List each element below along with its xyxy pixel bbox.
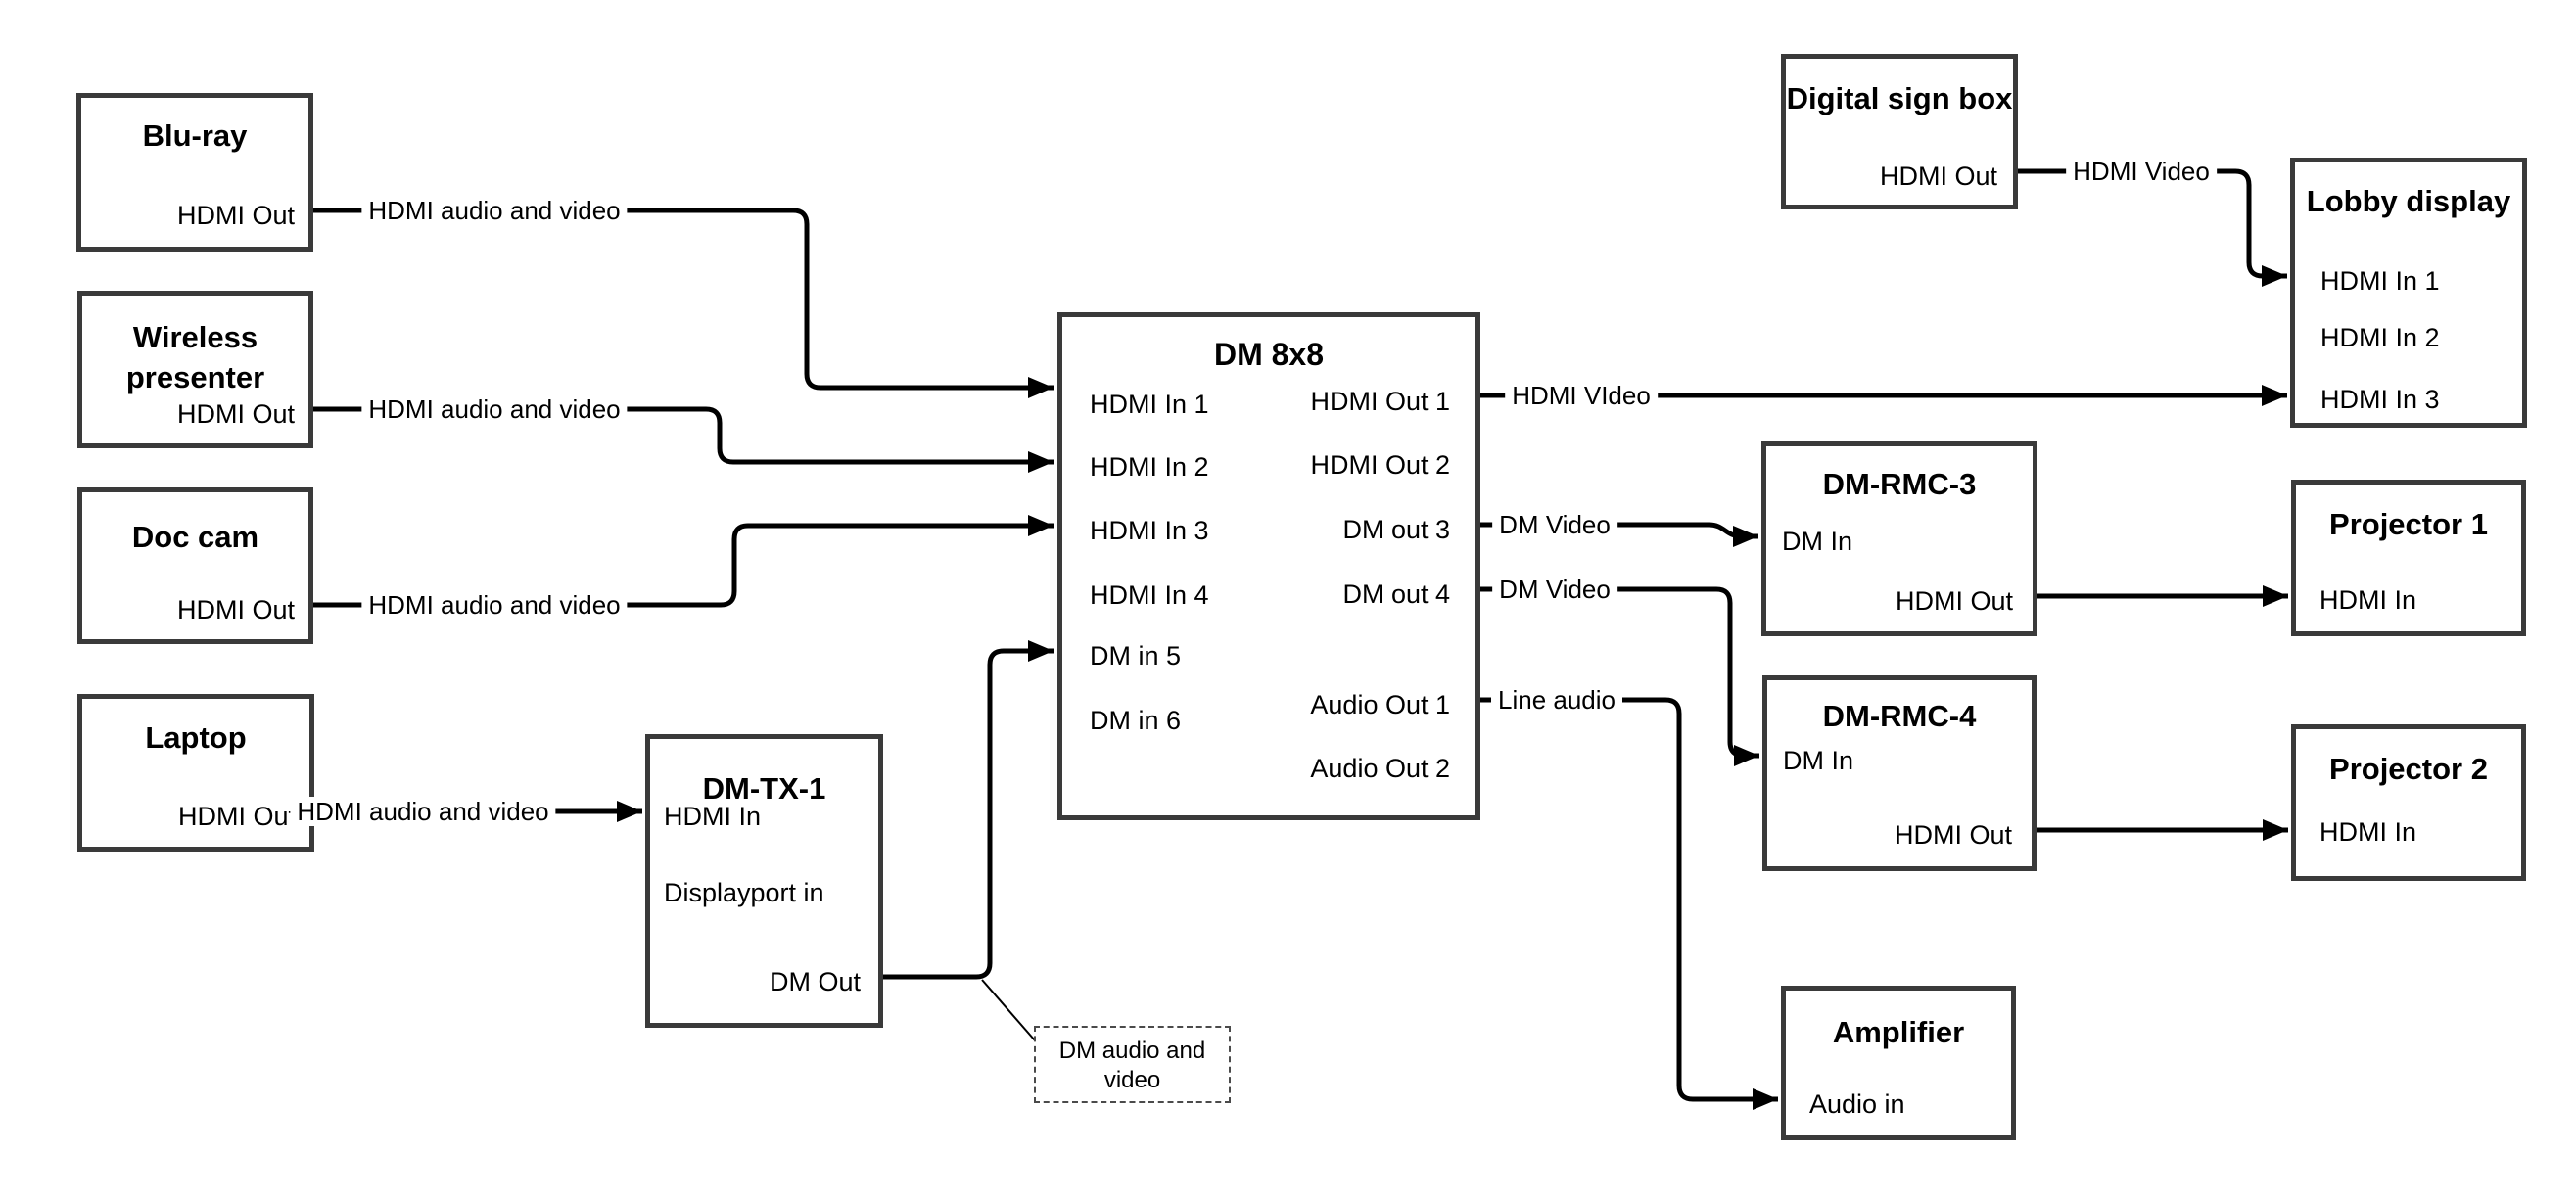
node-title: Amplifier <box>1832 1015 1965 1049</box>
node-title: DM-RMC-4 <box>1822 699 1977 733</box>
node-dm-8x8-matrix: DM 8x8 HDMI In 1 HDMI In 2 HDMI In 3 HDM… <box>1057 312 1480 820</box>
node-dm-rmc-3: DM-RMC-3 DM In HDMI Out <box>1761 441 2037 636</box>
edge-label-hdmi-video-out1: HDMI VIdeo <box>1505 381 1658 410</box>
node-title: Doc cam <box>131 520 259 554</box>
edge-label-dm-video-3: DM Video <box>1492 510 1617 539</box>
edge-dm8x8-out3-to-dmrmc3 <box>1480 522 1758 547</box>
node-dm-rmc-4: DM-RMC-4 DM In HDMI Out <box>1762 675 2037 871</box>
node-wireless-presenter: Wireless presenter HDMI Out <box>77 291 313 448</box>
port-dm-in: DM In <box>1783 746 1854 775</box>
port-audio-out-2: Audio Out 2 <box>1310 754 1450 783</box>
node-title: DM-RMC-3 <box>1822 467 1977 501</box>
edge-dm8x8-out4-to-dmrmc4 <box>1480 586 1759 766</box>
node-title: Projector 2 <box>2329 752 2488 786</box>
node-laptop: Laptop HDMI Out <box>77 694 314 852</box>
port-hdmi-in-3: HDMI In 3 <box>1090 516 1209 545</box>
port-dm-out-4: DM out 4 <box>1342 579 1450 609</box>
port-hdmi-in: HDMI In <box>2319 585 2417 615</box>
edge-label-hdmi-audio-video-2: HDMI audio and video <box>361 394 628 424</box>
port-dm-in-6: DM in 6 <box>1090 706 1182 735</box>
edge-bluray-to-dm8x8-in1 <box>313 208 1054 398</box>
port-dm-in: DM In <box>1782 527 1853 556</box>
port-hdmi-in-2: HDMI In 2 <box>1090 452 1209 482</box>
node-dm-tx-1: DM-TX-1 HDMI In Displayport in DM Out <box>645 734 883 1028</box>
node-projector-2: Projector 2 HDMI In <box>2291 724 2526 881</box>
note-leader-line <box>981 979 1036 1041</box>
port-hdmi-out-1: HDMI Out 1 <box>1310 387 1450 416</box>
port-hdmi-in-2: HDMI In 2 <box>2320 323 2440 352</box>
edge-wireless-to-dm8x8-in2 <box>313 406 1054 473</box>
note-dm-audio-and-video: DM audio and video <box>1034 1026 1231 1103</box>
port-hdmi-out: HDMI Out <box>176 595 295 624</box>
node-bluray: Blu-ray HDMI Out <box>76 93 313 252</box>
port-hdmi-in: HDMI In <box>664 802 762 831</box>
port-hdmi-out: HDMI Out <box>1895 586 2013 616</box>
edge-dm8x8-audio1-to-amplifier <box>1480 697 1778 1110</box>
node-title: Digital sign box <box>1786 81 2013 115</box>
edge-label-hdmi-video-sign: HDMI Video <box>2066 157 2217 186</box>
edge-label-hdmi-audio-video-1: HDMI audio and video <box>361 196 628 225</box>
node-lobby-display: Lobby display HDMI In 1 HDMI In 2 HDMI I… <box>2290 158 2527 428</box>
port-hdmi-in-1: HDMI In 1 <box>1090 390 1209 419</box>
node-digital-sign-box: Digital sign box HDMI Out <box>1781 54 2018 209</box>
node-title: Blu-ray <box>142 118 248 153</box>
edge-label-hdmi-audio-video-3: HDMI audio and video <box>361 590 628 620</box>
edge-dmtx1-to-dm8x8-in5 <box>883 640 1054 980</box>
edge-label-dm-video-4: DM Video <box>1492 575 1617 604</box>
node-title: Wireless presenter <box>125 320 265 394</box>
port-hdmi-in-4: HDMI In 4 <box>1090 580 1209 610</box>
node-doc-cam: Doc cam HDMI Out <box>77 487 313 644</box>
port-hdmi-in-1: HDMI In 1 <box>2320 266 2440 296</box>
port-hdmi-out: HDMI Out <box>177 802 296 831</box>
edge-label-line-audio: Line audio <box>1491 685 1622 715</box>
port-hdmi-out: HDMI Out <box>176 399 295 429</box>
node-title: Projector 1 <box>2329 507 2488 541</box>
port-hdmi-out-2: HDMI Out 2 <box>1310 450 1450 480</box>
edge-label-hdmi-audio-video-4: HDMI audio and video <box>290 797 556 826</box>
port-hdmi-out: HDMI Out <box>176 201 295 230</box>
port-dm-out-3: DM out 3 <box>1342 515 1450 544</box>
port-dm-in-5: DM in 5 <box>1090 641 1182 670</box>
edge-doccam-to-dm8x8-in3 <box>313 515 1054 608</box>
port-hdmi-in: HDMI In <box>2319 817 2417 847</box>
node-title: DM 8x8 <box>1213 337 1325 372</box>
port-dm-out: DM Out <box>769 967 861 996</box>
node-amplifier: Amplifier Audio in <box>1781 986 2016 1140</box>
node-title: Lobby display <box>2306 184 2511 218</box>
port-audio-out-1: Audio Out 1 <box>1310 690 1450 719</box>
port-displayport-in: Displayport in <box>664 878 824 907</box>
port-hdmi-in-3: HDMI In 3 <box>2320 385 2440 414</box>
port-hdmi-out: HDMI Out <box>1894 820 2012 850</box>
port-audio-in: Audio in <box>1809 1089 1905 1119</box>
node-title: DM-TX-1 <box>702 771 826 806</box>
port-hdmi-out: HDMI Out <box>1879 162 1997 191</box>
edge-digitalsign-to-lobby-in1 <box>2018 168 2287 287</box>
node-title: Laptop <box>145 720 247 755</box>
node-projector-1: Projector 1 HDMI In <box>2291 480 2526 636</box>
